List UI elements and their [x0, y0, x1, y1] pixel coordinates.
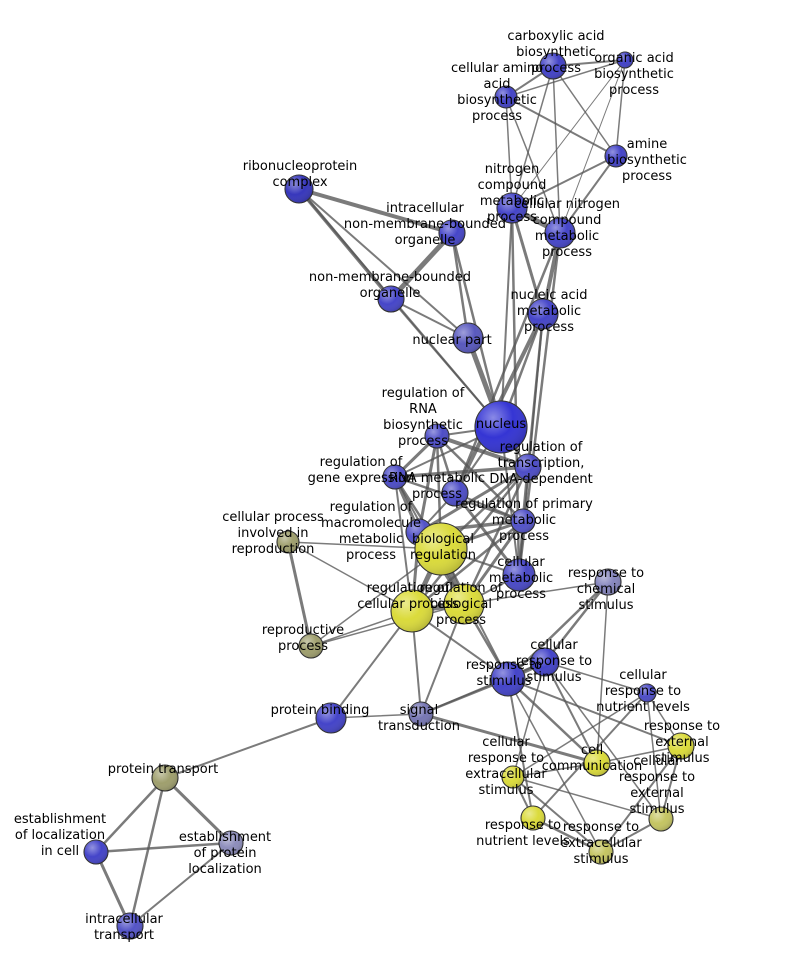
- edge-regulation-of-transcription-dna-dependent--regulation-of-gene-expression[interactable]: [393, 465, 530, 479]
- edge-cellular-amino-acid-biosynthetic-process--cellular-nitrogen-compound-metabolic-process[interactable]: [505, 96, 561, 234]
- edge-cellular-response-to-extracellular-stimulus--cellular-response-to-external-stimulus[interactable]: [512, 776, 662, 820]
- node-label-protein-binding: protein binding: [271, 703, 370, 718]
- edge-regulation-of-rna-biosynthetic-process--regulation-of-macromolecule-metabolic-process[interactable]: [417, 434, 439, 534]
- edge-response-to-chemical-stimulus--cell-communication[interactable]: [596, 581, 609, 764]
- edge-organic-acid-biosynthetic-process--nitrogen-compound-metabolic-process[interactable]: [511, 59, 626, 209]
- node-label-protein-transport: protein transport: [108, 762, 218, 777]
- edge-intracellular-non-membrane-bounded-organelle--nuclear-part[interactable]: [450, 231, 470, 340]
- node-label-nuclear-part: nuclear part: [412, 333, 491, 348]
- edge-cellular-amino-acid-biosynthetic-process--nitrogen-compound-metabolic-process[interactable]: [505, 96, 513, 209]
- edge-cellular-response-to-nutrient-levels--cellular-response-to-external-stimulus[interactable]: [646, 692, 662, 820]
- edge-response-to-chemical-stimulus--regulation-of-biological-process[interactable]: [463, 581, 609, 605]
- node-layer: [83, 51, 695, 940]
- edge-cellular-response-to-stimulus--cellular-response-to-nutrient-levels[interactable]: [544, 661, 648, 694]
- edge-carboxylic-acid-biosynthetic-process--amine-biosynthetic-process[interactable]: [552, 65, 617, 157]
- edge-response-to-external-stimulus--cell-communication[interactable]: [596, 745, 682, 764]
- edge-response-to-stimulus--response-to-extracellular-stimulus[interactable]: [507, 678, 602, 853]
- edge-cellular-response-to-stimulus--cell-communication[interactable]: [544, 661, 598, 764]
- edge-ribonucleoprotein-complex--intracellular-non-membrane-bounded-organelle[interactable]: [297, 187, 454, 235]
- edge-organic-acid-biosynthetic-process--cellular-nitrogen-compound-metabolic-process[interactable]: [559, 59, 626, 234]
- edge-response-to-stimulus--response-to-nutrient-levels[interactable]: [507, 678, 534, 819]
- edge-protein-binding--protein-transport[interactable]: [164, 717, 332, 779]
- edge-cellular-response-to-nutrient-levels--cellular-response-to-extracellular-stimulus[interactable]: [512, 692, 648, 778]
- edge-regulation-of-transcription-dna-dependent--regulation-of-biological-process[interactable]: [462, 465, 530, 606]
- edge-layer: [94, 59, 682, 928]
- edge-establishment-of-localization-in-cell--establishment-of-protein-localization[interactable]: [94, 841, 233, 854]
- node-establishment-of-localization-in-cell[interactable]: [83, 839, 109, 865]
- edge-nitrogen-compound-metabolic-process--nucleic-acid-metabolic-process[interactable]: [510, 206, 545, 316]
- edge-response-to-external-stimulus--response-to-extracellular-stimulus[interactable]: [600, 745, 682, 853]
- edge-protein-transport--establishment-of-localization-in-cell[interactable]: [94, 776, 167, 854]
- edge-organic-acid-biosynthetic-process--amine-biosynthetic-process[interactable]: [615, 59, 626, 157]
- edge-cell-communication--signal-transduction[interactable]: [419, 712, 599, 765]
- edge-regulation-of-transcription-dna-dependent--regulation-of-macromolecule-metabolic-process[interactable]: [417, 465, 530, 534]
- edge-regulation-of-gene-expression--regulation-of-cellular-process[interactable]: [394, 476, 413, 612]
- edge-establishment-of-protein-localization--intracellular-transport[interactable]: [129, 842, 232, 927]
- edge-reproductive-process--regulation-of-biological-process[interactable]: [310, 603, 465, 647]
- edge-cellular-process-involved-in-reproduction--reproductive-process[interactable]: [286, 540, 313, 648]
- edge-ribonucleoprotein-complex--nuclear-part[interactable]: [298, 188, 469, 339]
- node-circle-establishment-of-localization-in-cell[interactable]: [83, 839, 109, 865]
- edge-amine-biosynthetic-process--nitrogen-compound-metabolic-process[interactable]: [511, 155, 617, 209]
- edge-cellular-response-to-extracellular-stimulus--response-to-extracellular-stimulus[interactable]: [512, 776, 602, 853]
- node-label-nucleus: nucleus: [476, 417, 526, 432]
- edge-cellular-amino-acid-biosynthetic-process--amine-biosynthetic-process[interactable]: [505, 96, 617, 157]
- edge-cell-communication--cellular-response-to-extracellular-stimulus[interactable]: [512, 762, 598, 778]
- edge-carboxylic-acid-biosynthetic-process--nitrogen-compound-metabolic-process[interactable]: [511, 65, 554, 209]
- edge-protein-transport--intracellular-transport[interactable]: [128, 776, 167, 928]
- edge-nitrogen-compound-metabolic-process--nucleus[interactable]: [500, 207, 513, 428]
